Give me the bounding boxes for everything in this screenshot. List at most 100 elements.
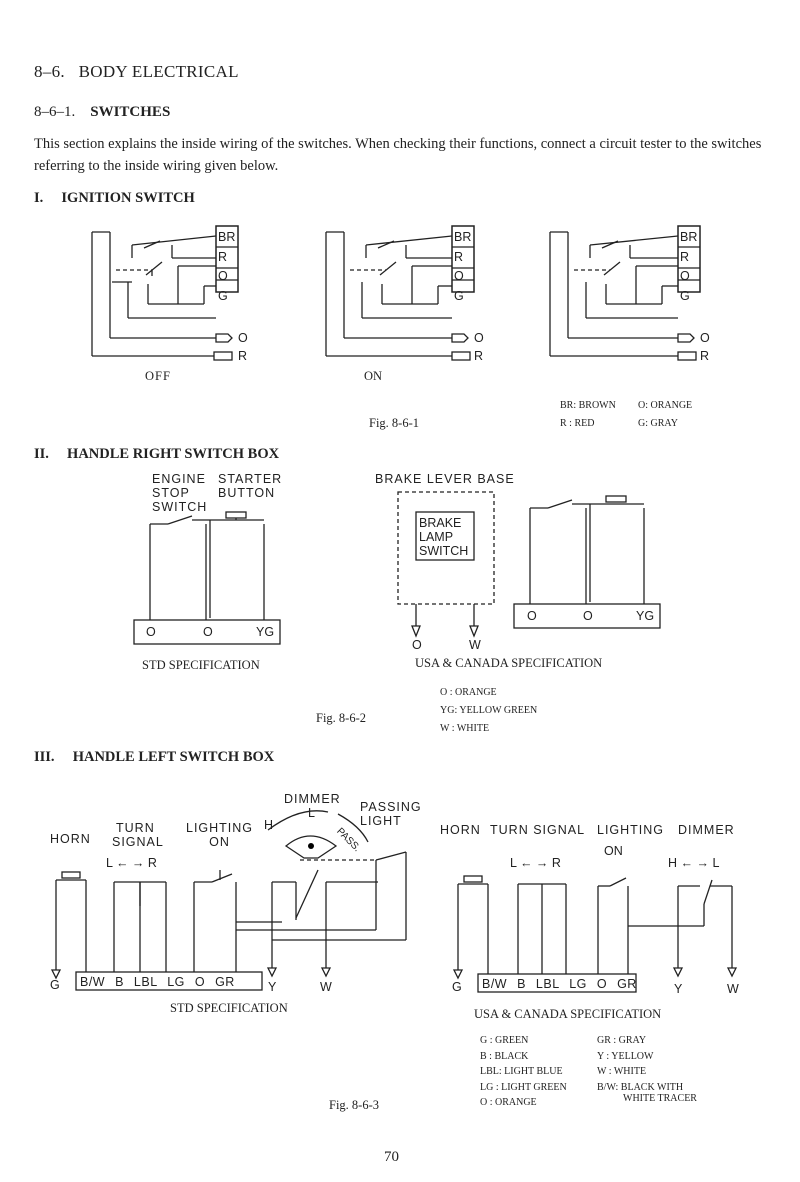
ignition-heading: I. IGNITION SWITCH xyxy=(34,190,195,207)
term-lg: LG xyxy=(167,975,185,989)
legend-r: R : RED xyxy=(560,418,595,429)
legend-g: G : GREEN xyxy=(480,1035,529,1046)
term-gr: GR xyxy=(617,977,637,991)
left-box-std-diagram xyxy=(50,810,407,991)
label-on: ON xyxy=(364,369,383,383)
left-box-heading-title: HANDLE LEFT SWITCH BOX xyxy=(72,749,275,765)
usa-term-o2: O xyxy=(583,609,593,623)
output-o-3: O xyxy=(700,331,710,345)
term-bw: B/W xyxy=(80,975,106,989)
term-o: O xyxy=(194,975,206,989)
left-legend-col1: G : GREEN B : BLACK LBL: LIGHT BLUE LG :… xyxy=(480,1033,567,1111)
lighting-line-2: ON xyxy=(209,835,230,849)
usa-out-o: O xyxy=(412,638,422,652)
starter-label: STARTER BUTTON xyxy=(218,472,282,500)
legend-b: B : BLACK xyxy=(480,1050,529,1062)
usa-y-label: Y xyxy=(674,982,683,996)
starter-line-2: BUTTON xyxy=(218,486,276,500)
left-usa-caption: USA & CANADA SPECIFICATION xyxy=(474,1007,662,1021)
l-label: L xyxy=(308,806,315,820)
label-off: OFF xyxy=(145,369,171,383)
term-lbl: LBL xyxy=(535,977,560,991)
legend-y: Y : YELLOW xyxy=(597,1050,654,1062)
right-box-legend: O : ORANGE YG: YELLOW GREEN W : WHITE xyxy=(440,684,537,738)
terminal-o: O xyxy=(454,269,464,283)
terminal-o: O xyxy=(218,269,228,283)
right-std-caption: STD SPECIFICATION xyxy=(142,658,260,672)
std-term-o2: O xyxy=(203,625,213,639)
usa-lr-label: L ← → R xyxy=(510,856,561,870)
legend-w: W : WHITE xyxy=(597,1066,647,1077)
ignition-heading-title: IGNITION SWITCH xyxy=(61,190,195,206)
brake-lamp-line-1: BRAKE xyxy=(419,516,462,530)
section-number: 8–6. xyxy=(34,62,65,81)
output-r-1: R xyxy=(238,349,248,363)
legend-o: O: ORANGE xyxy=(638,400,693,411)
ignition-heading-number: I. xyxy=(34,190,44,206)
left-box-heading: III. HANDLE LEFT SWITCH BOX xyxy=(34,749,274,766)
legend-yg: YG: YELLOW GREEN xyxy=(440,705,538,716)
lighting-line-1: LIGHTING xyxy=(186,821,254,835)
output-o-1: O xyxy=(238,331,248,345)
left-std-caption: STD SPECIFICATION xyxy=(170,1001,288,1015)
std-term-yg: YG xyxy=(256,625,275,639)
terminal-r: R xyxy=(218,249,228,264)
term-gr: GR xyxy=(215,975,235,989)
right-usa-caption: USA & CANADA SPECIFICATION xyxy=(415,656,603,670)
dimmer-label: DIMMER xyxy=(284,792,341,806)
intro-text: This section explains the inside wiring … xyxy=(34,136,762,174)
legend-o: O : ORANGE xyxy=(440,687,497,698)
legend-br: BR: BROWN xyxy=(560,400,616,411)
engine-stop-line-1: ENGINE xyxy=(152,472,206,486)
passing-light-label: PASSING LIGHT xyxy=(360,800,422,828)
engine-stop-line-3: SWITCH xyxy=(152,500,208,514)
terminal-br: BR xyxy=(218,230,236,244)
subsection-number: 8–6–1. xyxy=(34,104,76,120)
turn-line-2: SIGNAL xyxy=(112,835,164,849)
ignition-terminals-2: BR R O G xyxy=(454,228,471,306)
output-r-2: R xyxy=(474,349,484,363)
ignition-diagram-3 xyxy=(549,225,701,361)
engine-stop-line-2: STOP xyxy=(152,486,190,500)
std-g-label: G xyxy=(50,978,60,992)
right-box-std-diagram xyxy=(133,511,281,645)
usa-on-label: ON xyxy=(604,844,623,858)
std-term-o1: O xyxy=(146,625,156,639)
usa-hl-label: H ← → L xyxy=(668,856,720,870)
legend-gr: GR : GRAY xyxy=(597,1035,647,1046)
usa-term-o1: O xyxy=(527,609,537,623)
passing-line-1: PASSING xyxy=(360,800,422,814)
subsection-heading: 8–6–1. SWITCHES xyxy=(34,104,170,121)
std-w-label: W xyxy=(320,980,332,994)
fig-8-6-1: Fig. 8-6-1 xyxy=(369,416,419,430)
ignition-terminals-1: BR R O G xyxy=(218,228,235,306)
terminal-g: G xyxy=(680,288,690,303)
usa-header-turn: TURN SIGNAL xyxy=(490,823,586,837)
term-lg: LG xyxy=(569,977,587,991)
terminal-g: G xyxy=(218,288,228,303)
right-box-heading-number: II. xyxy=(34,446,49,462)
term-b: B xyxy=(517,977,526,991)
lighting-label: LIGHTING ON xyxy=(186,821,253,849)
right-box-heading: II. HANDLE RIGHT SWITCH BOX xyxy=(34,446,279,463)
legend-g: G: GRAY xyxy=(638,418,678,429)
fig-8-6-2: Fig. 8-6-2 xyxy=(316,711,366,725)
ignition-terminals-3: BR R O G xyxy=(680,228,697,306)
terminal-o: O xyxy=(680,269,690,283)
legend-bw-2: WHITE TRACER xyxy=(623,1093,697,1104)
brake-lamp-line-2: LAMP xyxy=(419,530,454,544)
fig-8-6-3: Fig. 8-6-3 xyxy=(329,1098,379,1112)
term-lbl: LBL xyxy=(133,975,158,989)
ignition-diagram-off xyxy=(91,225,239,361)
engine-stop-label: ENGINE STOP SWITCH xyxy=(152,472,207,514)
term-bw: B/W xyxy=(482,977,508,991)
std-lr-label: L ← → R xyxy=(106,856,157,870)
left-legend-col2: GR : GRAY Y : YELLOW W : WHITE B/W: BLAC… xyxy=(597,1033,697,1107)
legend-lbl: LBL: LIGHT BLUE xyxy=(480,1066,563,1077)
brake-lamp-label: BRAKE LAMP SWITCH xyxy=(419,516,468,558)
left-box-usa-diagram xyxy=(452,875,738,993)
legend-lg: LG : LIGHT GREEN xyxy=(480,1081,567,1093)
brake-lamp-line-3: SWITCH xyxy=(419,544,469,558)
legend-bw: B/W: BLACK WITH xyxy=(597,1081,684,1093)
